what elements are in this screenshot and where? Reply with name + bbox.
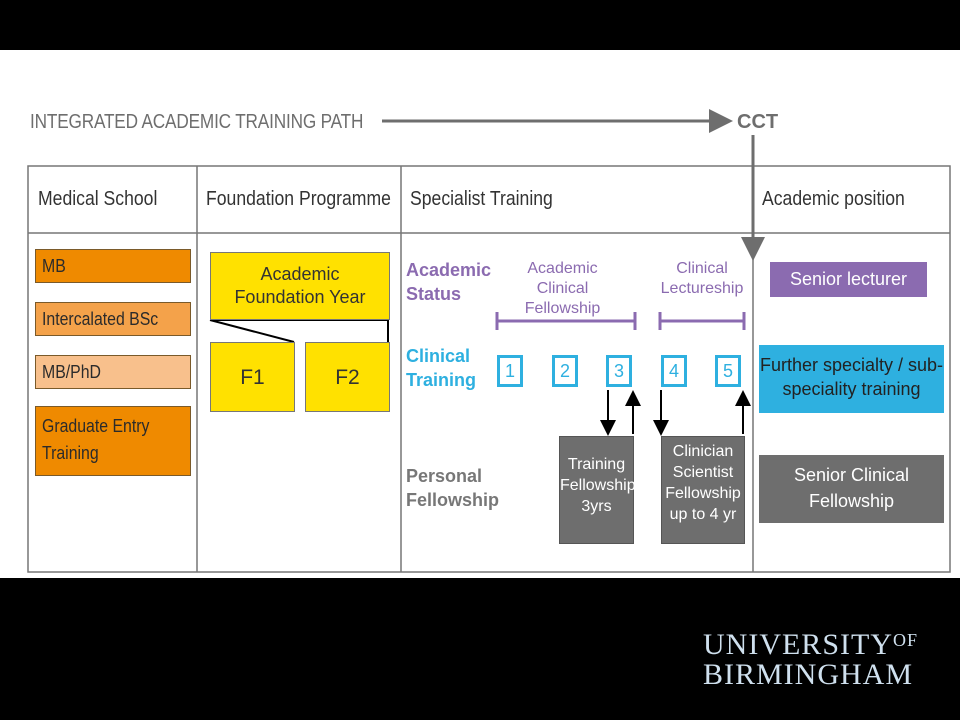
clinical-step-4: 4 [661, 355, 687, 387]
clinical-step-2: 2 [552, 355, 578, 387]
box-further-specialty: Further specialty / sub-speciality train… [759, 345, 944, 413]
clinical-step-5: 5 [715, 355, 741, 387]
cl-label: Clinical Lectureship [660, 260, 744, 297]
university-logo: UNIVERSITYOF BIRMINGHAM [703, 625, 918, 690]
box-mb-phd: MB/PhD [35, 355, 191, 389]
box-intercalated-bsc: Intercalated BSc [35, 302, 191, 336]
col-header-medical-school: Medical School [38, 188, 158, 210]
box-training-fellowship: Training Fellowship 3yrs [559, 436, 636, 544]
row-label-academic-status: Academic Status [406, 260, 492, 304]
box-f2: F2 [305, 342, 390, 412]
box-senior-clinical-fellowship: Senior Clinical Fellowship [759, 455, 944, 523]
table-frame [27, 165, 951, 573]
clinical-step-1: 1 [497, 355, 523, 387]
box-clinician-scientist-fellowship: Clinician Scientist Fellowship up to 4 y… [661, 436, 745, 544]
logo-of: OF [893, 630, 919, 650]
logo-line-1: UNIVERSITY [703, 628, 893, 661]
diagram-title: INTEGRATED ACADEMIC TRAINING PATH [30, 111, 364, 133]
cct-label: CCT [737, 111, 779, 133]
box-f1: F1 [210, 342, 295, 412]
box-mb: MB [35, 249, 191, 283]
row-label-personal-fellowship: Personal Fellowship [406, 466, 500, 510]
box-graduate-entry: Graduate Entry Training [35, 406, 191, 476]
row-label-clinical-training: Clinical Training [406, 346, 477, 390]
col-header-foundation: Foundation Programme [206, 188, 391, 210]
box-senior-lecturer: Senior lecturer [770, 262, 927, 297]
acf-label: Academic Clinical Fellowship [524, 260, 601, 317]
box-academic-foundation-year: Academic Foundation Year [210, 252, 390, 320]
col-header-academic-position: Academic position [762, 188, 905, 210]
clinical-step-3: 3 [606, 355, 632, 387]
col-header-specialist: Specialist Training [410, 188, 553, 210]
logo-line-2: BIRMINGHAM [703, 658, 914, 691]
